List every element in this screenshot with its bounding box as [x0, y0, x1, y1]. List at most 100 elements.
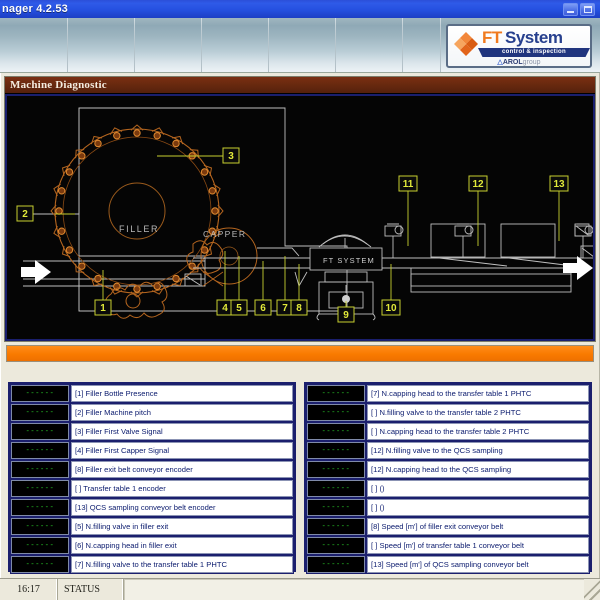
title-bar: nager 4.2.53	[0, 0, 600, 18]
signal-row[interactable]: ------[ ] N.capping head to the transfer…	[306, 422, 590, 441]
signal-value: ------	[11, 480, 69, 497]
signal-row[interactable]: ------[7] N.capping head to the transfer…	[306, 384, 590, 403]
signal-value: ------	[11, 556, 69, 573]
signal-row[interactable]: ------[13] Speed [m'] of QCS sampling co…	[306, 555, 590, 574]
signal-value: ------	[11, 423, 69, 440]
signal-label: [ ] Speed [m'] of transfer table 1 conve…	[367, 537, 589, 554]
toolbar-separator	[440, 18, 441, 72]
callout-13: 13	[549, 175, 569, 192]
filler-valve-nozzle	[50, 204, 57, 218]
signal-row[interactable]: ------[8] Filler exit belt conveyor enco…	[10, 460, 294, 479]
toolbar: FT System control & inspection △AROLgrou…	[0, 18, 600, 73]
filler-valve-marker	[94, 139, 102, 148]
filler-valve-nozzle	[75, 263, 85, 273]
callout-leaders	[55, 155, 560, 308]
signal-row[interactable]: ------[7] N.filling valve to the transfe…	[10, 555, 294, 574]
signal-value: ------	[307, 461, 365, 478]
minimize-icon[interactable]	[563, 2, 578, 16]
filler-valve-nozzle	[90, 277, 102, 287]
signal-row[interactable]: ------[1] Filler Bottle Presence	[10, 384, 294, 403]
signal-row[interactable]: ------[ ] N.filling valve to the transfe…	[306, 403, 590, 422]
signal-value: ------	[11, 404, 69, 421]
ft-system-inspector	[309, 234, 383, 321]
callout-10: 10	[381, 299, 401, 316]
callout-3: 3	[222, 147, 240, 164]
filler-valve-marker	[78, 262, 86, 270]
signal-row[interactable]: ------[8] Speed [m'] of filler exit conv…	[306, 517, 590, 536]
restore-icon[interactable]	[580, 2, 595, 16]
filler-valve-nozzle	[151, 287, 165, 295]
toolbar-separator	[268, 18, 269, 72]
signal-label: [5] N.filling valve in filler exit	[71, 518, 293, 535]
svg-text:7: 7	[282, 303, 288, 314]
filler-valve-nozzle	[172, 277, 184, 287]
signal-row[interactable]: ------[4] Filler First Capper Signal	[10, 441, 294, 460]
filler-valve-marker	[208, 187, 217, 195]
signal-lists: ------[1] Filler Bottle Presence------[2…	[8, 382, 592, 574]
filler-valve-nozzle	[151, 127, 165, 135]
signal-value: ------	[307, 442, 365, 459]
logo-ft-text: FT	[482, 28, 502, 47]
signal-row[interactable]: ------[3] Filler First Valve Signal	[10, 422, 294, 441]
filler-valve-marker	[172, 139, 180, 148]
filler-valve-nozzle	[189, 263, 199, 273]
logo-group-suffix: group	[522, 59, 541, 66]
callout-5: 5	[230, 299, 248, 316]
signal-label: [3] Filler First Valve Signal	[71, 423, 293, 440]
progress-bar	[6, 345, 594, 362]
filler-valve-nozzle	[61, 164, 71, 176]
signal-row[interactable]: ------[ ] Speed [m'] of transfer table 1…	[306, 536, 590, 555]
signal-list-right: ------[7] N.capping head to the transfer…	[304, 382, 592, 574]
svg-text:3: 3	[228, 151, 234, 162]
resize-grip-icon[interactable]	[584, 579, 600, 600]
signal-label: [7] N.filling valve to the transfer tabl…	[71, 556, 293, 573]
machine-diagnostic-panel: Machine Diagnostic FILLER	[4, 76, 596, 342]
signal-label: [13] Speed [m'] of QCS sampling conveyor…	[367, 556, 589, 573]
progress-bar-fill	[7, 346, 593, 361]
filler-valve-nozzle	[213, 183, 221, 197]
signal-value: ------	[307, 537, 365, 554]
signal-row[interactable]: ------[12] N.capping head to the QCS sam…	[306, 460, 590, 479]
filler-valve-marker	[55, 207, 63, 215]
signal-row[interactable]: ------[13] QCS sampling conveyor belt en…	[10, 498, 294, 517]
filler-valve-marker	[65, 246, 74, 254]
filler-carousel	[50, 124, 224, 298]
signal-value: ------	[11, 461, 69, 478]
signal-label: [4] Filler First Capper Signal	[71, 442, 293, 459]
signal-row[interactable]: ------[2] Filler Machine pitch	[10, 403, 294, 422]
signal-value: ------	[307, 499, 365, 516]
signal-row[interactable]: ------[ ] ()	[306, 479, 590, 498]
callout-12: 12	[468, 175, 488, 192]
signal-row[interactable]: ------[12] N.filling valve to the QCS sa…	[306, 441, 590, 460]
svg-text:9: 9	[343, 310, 349, 321]
inspector-label: FT SYSTEM	[323, 256, 375, 265]
svg-text:8: 8	[296, 303, 302, 314]
signal-value: ------	[307, 423, 365, 440]
filler-valve-nozzle	[172, 135, 184, 145]
callout-7: 7	[276, 299, 294, 316]
filler-valve-nozzle	[213, 225, 221, 239]
signal-row[interactable]: ------[6] N.capping head in filler exit	[10, 536, 294, 555]
signal-row[interactable]: ------[5] N.filling valve in filler exit	[10, 517, 294, 536]
signal-label: [2] Filler Machine pitch	[71, 404, 293, 421]
signal-row[interactable]: ------[ ] Transfer table 1 encoder	[10, 479, 294, 498]
signal-value: ------	[307, 404, 365, 421]
filler-valve-marker	[172, 274, 180, 283]
signal-label: [ ] N.filling valve to the transfer tabl…	[367, 404, 589, 421]
signal-label: [ ] N.capping head to the transfer table…	[367, 423, 589, 440]
status-bar: 16:17 STATUS	[0, 578, 600, 600]
callout-8: 8	[290, 299, 308, 316]
filler-valve-nozzle	[203, 246, 213, 258]
filler-valve-nozzle	[109, 287, 123, 295]
arrow-right-icon-out	[563, 256, 593, 280]
signal-label: [12] N.filling valve to the QCS sampling	[367, 442, 589, 459]
signal-row[interactable]: ------[ ] ()	[306, 498, 590, 517]
window-controls	[563, 2, 595, 16]
diamond-logo-icon	[454, 32, 478, 56]
signal-label: [ ] ()	[367, 499, 589, 516]
svg-text:13: 13	[553, 179, 565, 190]
filler-label: FILLER	[119, 224, 159, 234]
callout-boxes: 1 2 3 4 5 6 7 8 9 10 11 12 13	[16, 147, 569, 323]
toolbar-separator	[201, 18, 202, 72]
filler-valve-marker	[113, 131, 121, 140]
